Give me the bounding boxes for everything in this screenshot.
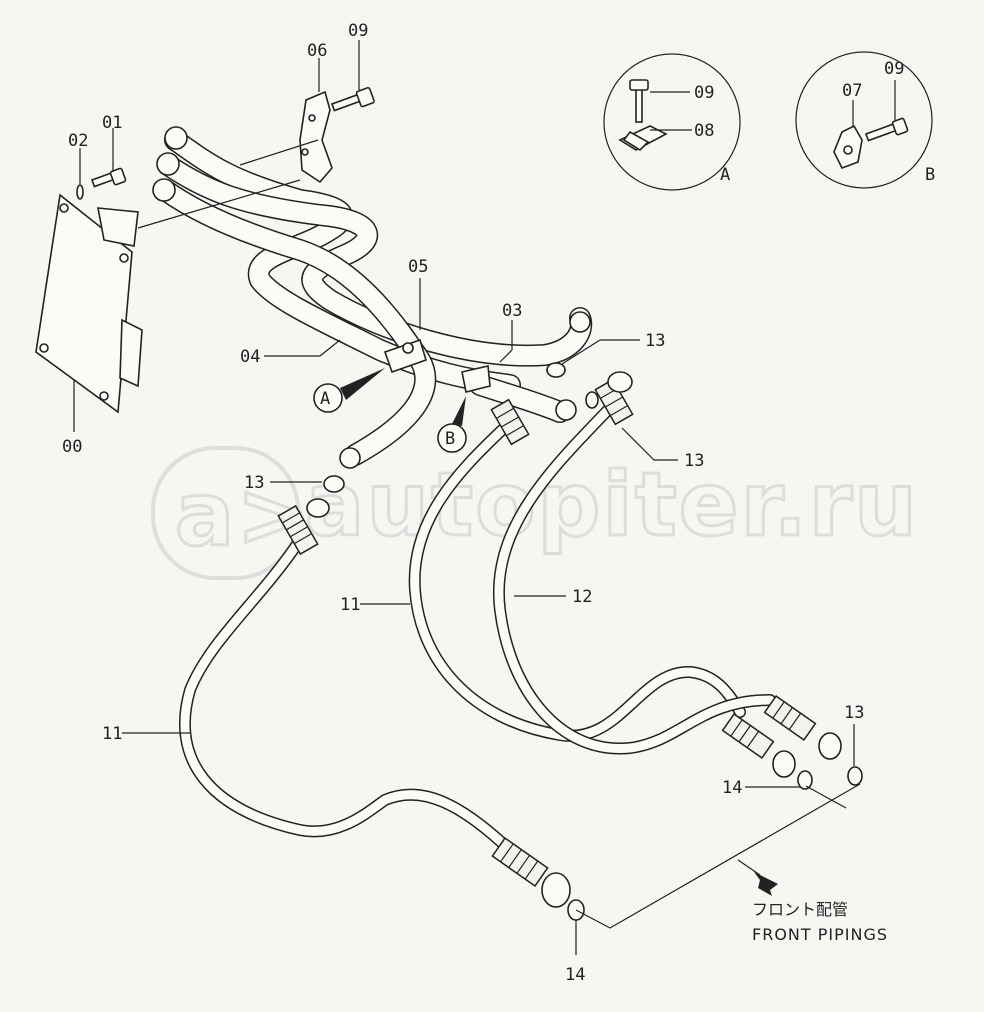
label-09-detail-a: 09 [694, 83, 714, 103]
label-11-upper: 11 [340, 595, 360, 615]
fitting-bottom [491, 837, 549, 887]
label-13-bottom: 13 [844, 703, 864, 723]
watermark-text: autopiter.ru [305, 453, 919, 556]
label-12: 12 [572, 587, 592, 607]
label-09-detail-b: 09 [884, 59, 904, 79]
part-00-plate [35, 193, 143, 414]
fitting-lower-2 [763, 694, 817, 742]
part-labels: 00 01 02 03 04 05 06 07 08 09 09 09 11 1… [62, 21, 904, 985]
leader-lines [73, 40, 896, 955]
label-14-bottom: 14 [565, 965, 585, 985]
part-09-bolt-main [330, 86, 375, 112]
label-06: 06 [307, 41, 327, 61]
part-02-washer [76, 184, 84, 200]
rigid-pipes [152, 126, 593, 469]
front-pipings-arrow-icon [754, 872, 778, 896]
label-03: 03 [502, 301, 522, 321]
label-09-main: 09 [348, 21, 368, 41]
label-04: 04 [240, 347, 260, 367]
hoses [179, 404, 776, 866]
label-01: 01 [102, 113, 122, 133]
detail-view-a [603, 53, 741, 191]
fitting-right [594, 378, 634, 426]
part-06-bracket [299, 90, 333, 184]
label-11-lower: 11 [102, 724, 122, 744]
label-14-right: 14 [722, 778, 742, 798]
label-02: 02 [68, 131, 88, 151]
front-pipings-en: FRONT PIPINGS [752, 925, 888, 944]
label-00: 00 [62, 437, 82, 457]
label-05: 05 [408, 257, 428, 277]
clamp-b [461, 365, 491, 393]
pointer-b [437, 396, 467, 453]
hose-fittings [277, 371, 842, 908]
label-13-top: 13 [645, 331, 665, 351]
label-08: 08 [694, 121, 714, 141]
front-pipings-jp: フロント配管 [752, 900, 848, 919]
o-rings [323, 362, 863, 921]
clamp-a [383, 338, 427, 374]
fitting-mid [490, 398, 530, 446]
pointer-a [313, 368, 385, 413]
label-13-left: 13 [244, 473, 264, 493]
view-a-caption: A [720, 165, 730, 185]
watermark: a> autopiter.ru [151, 446, 919, 580]
detail-view-b [795, 51, 933, 189]
label-13-right: 13 [684, 451, 704, 471]
fitting-lower-1 [721, 712, 775, 760]
pointer-b-label: B [445, 429, 455, 449]
pointer-a-label: A [320, 389, 330, 409]
fitting-top-left [277, 504, 319, 556]
label-07: 07 [842, 81, 862, 101]
view-b-caption: B [925, 165, 935, 185]
part-01-bolt [90, 167, 127, 188]
